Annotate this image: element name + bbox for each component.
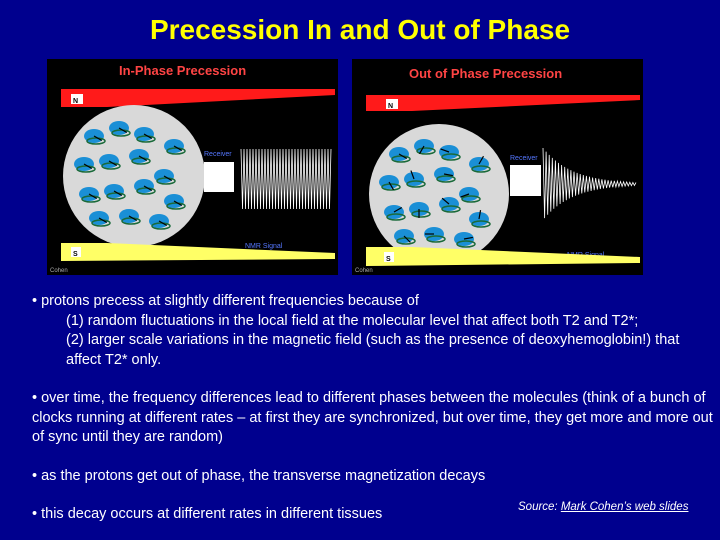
spin-arrow: [158, 220, 168, 227]
spin-arrow: [108, 160, 118, 167]
nmr-signal-wave: [542, 147, 637, 219]
precession-ring: [406, 180, 426, 188]
panel-title: In-Phase Precession: [119, 63, 246, 78]
precession-ring: [156, 177, 176, 185]
north-label: N: [73, 98, 78, 105]
precession-ring: [471, 165, 491, 173]
north-label: N: [388, 103, 393, 110]
precession-ring: [461, 195, 481, 203]
spin-arrow: [83, 163, 93, 170]
precession-ring: [131, 157, 151, 165]
precession-ring: [151, 222, 171, 230]
spin-arrow: [398, 153, 408, 160]
precession-ring: [411, 210, 431, 218]
spin-arrow: [128, 215, 138, 222]
signal-label: NMR Signal: [245, 243, 283, 250]
south-magnet: [366, 247, 640, 266]
precession-ring: [136, 135, 156, 143]
panel-title: Out of Phase Precession: [409, 66, 562, 81]
slide-title: Precession In and Out of Phase: [149, 14, 571, 45]
north-magnet: [366, 95, 640, 111]
source-prefix: Source:: [518, 501, 561, 513]
receiver-box: [510, 165, 541, 196]
spin-arrow: [443, 173, 453, 177]
spin-arrow: [118, 127, 128, 134]
spin-arrow: [93, 135, 103, 142]
spin-arrow: [441, 197, 450, 205]
sub-bullet-large-scale: (2) larger scale variations in the magne…: [66, 332, 680, 368]
precession-ring: [136, 187, 156, 195]
precession-ring: [386, 213, 406, 221]
precession-ring: [471, 220, 491, 228]
spin-arrow: [98, 217, 108, 224]
precession-ring: [436, 175, 456, 183]
precession-ring: [391, 155, 411, 163]
precession-ring: [441, 205, 461, 213]
precession-ring: [456, 240, 476, 248]
receiver-label: Receiver: [204, 151, 232, 158]
spin-arrow: [173, 200, 183, 207]
credit-label: Cohen: [50, 268, 68, 274]
precession-ring: [416, 147, 436, 155]
sub-bullet-molecular: (1) random fluctuations in the local fie…: [66, 312, 639, 329]
spin-arrow: [143, 185, 153, 192]
precession-ring: [101, 162, 121, 170]
spin-arrow: [143, 133, 153, 140]
nmr-signal-wave: [240, 148, 332, 210]
out-of-phase-diagram: Out of Phase Precession N Receiver NMR S…: [352, 59, 643, 275]
precession-ring: [76, 165, 96, 173]
source-credit: Source: Mark Cohen’s web slides: [518, 501, 688, 513]
bullet-frequency: • protons precess at slightly different …: [32, 293, 419, 309]
receiver-box: [204, 162, 234, 192]
bullet-magnetization-decay: • as the protons get out of phase, the t…: [32, 467, 486, 484]
bullet-tissue-rates: • this decay occurs at different rates i…: [32, 506, 383, 522]
spin-arrow: [113, 190, 123, 197]
spin-arrow: [138, 155, 148, 162]
receiver-label: Receiver: [510, 155, 538, 162]
precession-ring: [111, 129, 131, 137]
spin-arrow: [173, 145, 183, 152]
spin-arrow: [388, 181, 395, 191]
precession-ring: [81, 195, 101, 203]
spin-arrow: [440, 148, 450, 153]
precession-ring: [91, 219, 111, 227]
north-magnet: [61, 89, 335, 107]
spin-arrow: [403, 235, 411, 243]
south-label: S: [386, 256, 391, 263]
proton-group: [74, 121, 186, 230]
sample-circle: [369, 124, 509, 264]
spin-arrow: [418, 145, 425, 155]
source-link[interactable]: Mark Cohen’s web slides: [560, 501, 689, 513]
spin-arrow: [163, 175, 173, 182]
precession-ring: [106, 192, 126, 200]
south-magnet: [61, 243, 335, 261]
precession-ring: [381, 183, 401, 191]
bullet-list: • protons precess at slightly different …: [32, 292, 717, 525]
spin-arrow: [88, 193, 98, 200]
spin-arrow: [463, 236, 473, 240]
spin-arrow: [460, 193, 470, 198]
precession-ring: [441, 153, 461, 161]
precession-ring: [166, 202, 186, 210]
credit-label: Cohen: [355, 268, 373, 274]
bullet-phase-differences: • over time, the frequency differences l…: [32, 390, 713, 445]
spin-arrow: [478, 155, 485, 165]
sample-circle: [63, 105, 205, 247]
precession-ring: [426, 235, 446, 243]
spin-arrow: [410, 170, 415, 180]
in-phase-diagram: In-Phase Precession N Receiver NMR Signa…: [47, 59, 338, 275]
proton-group: [379, 139, 491, 248]
precession-ring: [166, 147, 186, 155]
precession-ring: [86, 137, 106, 145]
spin-arrow: [478, 210, 482, 220]
spin-arrow: [393, 206, 403, 213]
south-label: S: [73, 251, 78, 258]
precession-ring: [121, 217, 141, 225]
